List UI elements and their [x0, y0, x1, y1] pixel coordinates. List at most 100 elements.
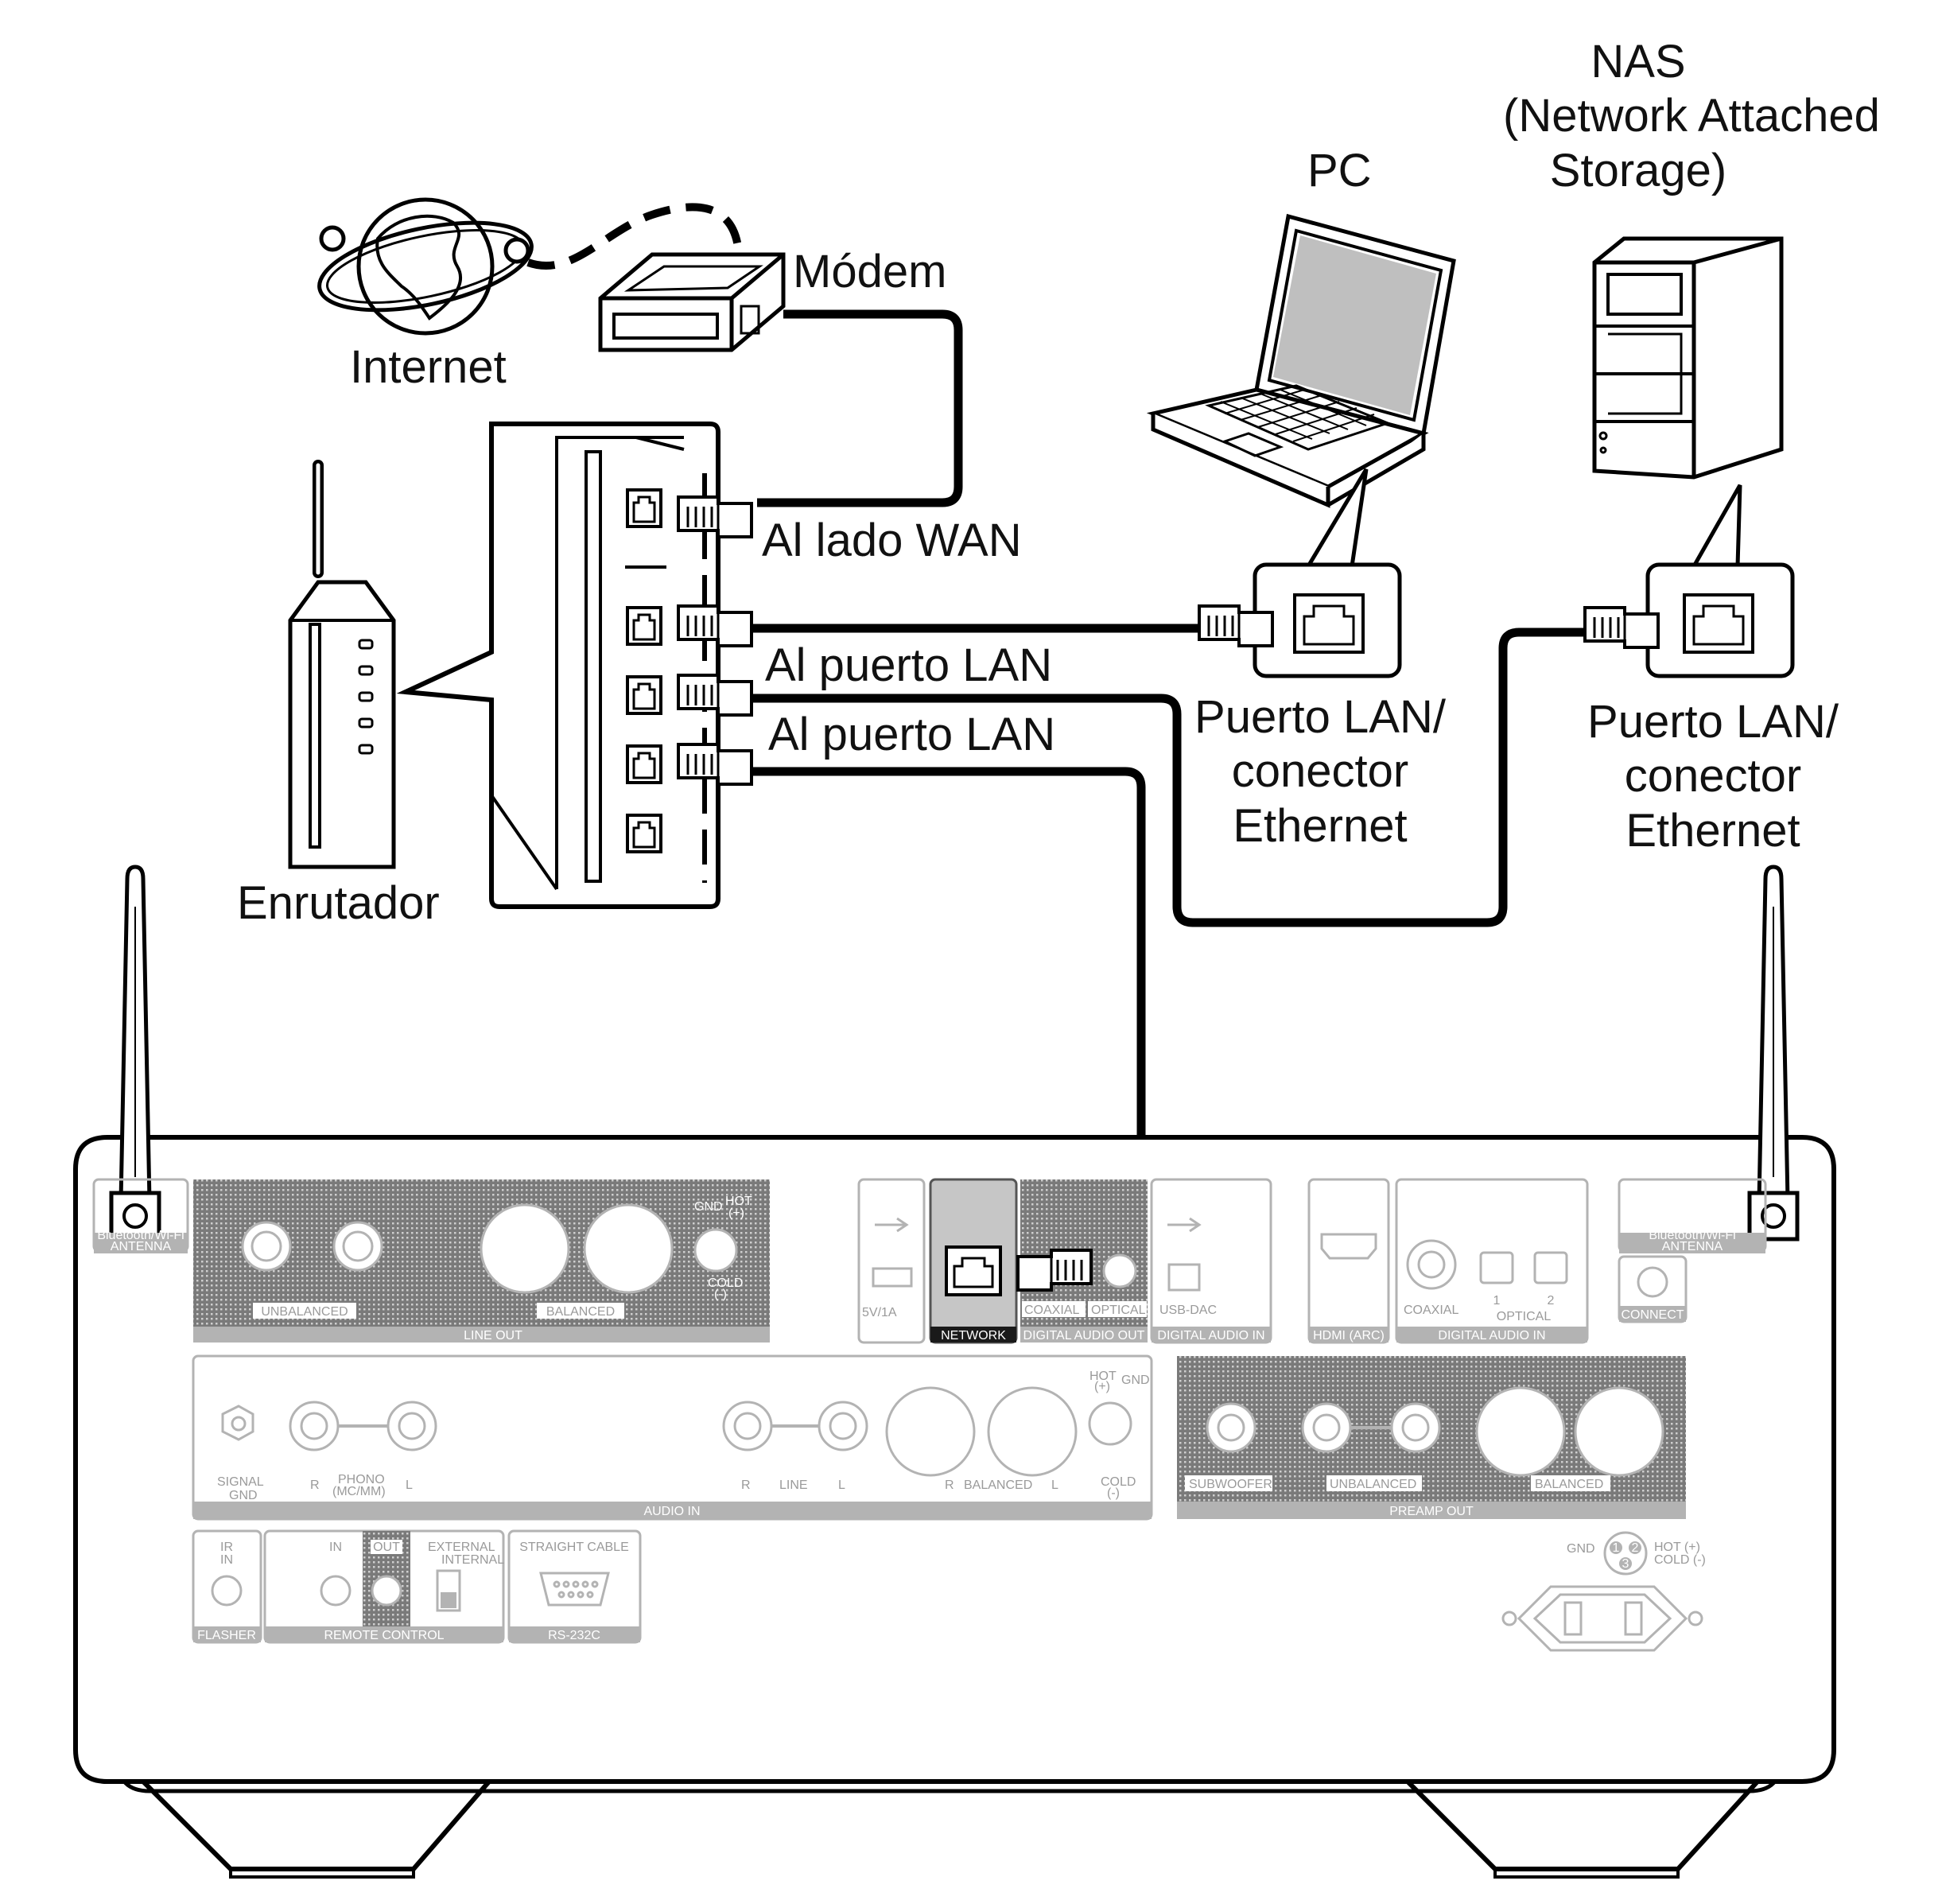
connect-button-section: CONNECT	[1618, 1255, 1688, 1323]
svg-text:HOT: HOT	[1089, 1370, 1117, 1383]
lan-port-label-2: Al puerto LAN	[768, 709, 1056, 760]
svg-text:FLASHER: FLASHER	[197, 1629, 256, 1642]
flasher-section: FLASHER IR IN	[192, 1529, 262, 1644]
nas-label-line3: Storage)	[1549, 144, 1727, 196]
nas-server-icon	[1592, 236, 1784, 480]
preamp-out-section: PREAMP OUT SUBWOOFER UNBALANCED BALANCED	[1177, 1356, 1686, 1519]
nas-port-label: Puerto LAN/ conector Ethernet	[1586, 695, 1840, 858]
svg-text:COLD (-): COLD (-)	[1654, 1553, 1706, 1567]
network-port-section: NETWORK	[929, 1178, 1018, 1344]
svg-text:HOT: HOT	[725, 1195, 752, 1208]
svg-text:1: 1	[1493, 1294, 1501, 1308]
svg-text:BALANCED: BALANCED	[546, 1305, 615, 1319]
nas-plug-icon	[1583, 606, 1660, 649]
svg-text:ANTENNA: ANTENNA	[111, 1240, 172, 1253]
lan-port-label-1: Al puerto LAN	[765, 639, 1053, 691]
svg-text:R: R	[741, 1479, 751, 1492]
svg-text:COAXIAL: COAXIAL	[1404, 1304, 1458, 1317]
lan-plug-1-icon	[677, 604, 753, 647]
digital-audio-in-section: DIGITAL AUDIO IN COAXIAL 1 2 OPTICAL	[1395, 1178, 1589, 1344]
svg-text:PHONO: PHONO	[338, 1473, 385, 1486]
svg-text:Bluetooth/Wi-Fi: Bluetooth/Wi-Fi	[1649, 1229, 1735, 1242]
left-antenna-icon	[109, 865, 161, 1241]
svg-text:IR: IR	[220, 1541, 233, 1554]
svg-text:(-): (-)	[714, 1288, 727, 1301]
svg-text:STRAIGHT CABLE: STRAIGHT CABLE	[519, 1541, 629, 1554]
internet-dashed-link	[526, 203, 742, 270]
svg-text:UNBALANCED: UNBALANCED	[261, 1305, 348, 1319]
nas-port-label-line1: Puerto LAN/	[1587, 696, 1839, 748]
svg-text:DIGITAL AUDIO IN: DIGITAL AUDIO IN	[1157, 1329, 1264, 1343]
svg-text:3: 3	[1622, 1557, 1629, 1571]
wan-side-label: Al lado WAN	[762, 515, 1022, 566]
hdmi-section: HDMI (ARC)	[1307, 1178, 1390, 1344]
xlr-pin-legend: 1 2 3 GND HOT (+) COLD (-)	[1567, 1531, 1706, 1576]
nas-label-line2: (Network Attached	[1503, 90, 1880, 142]
pc-plug-icon	[1198, 604, 1274, 647]
nas-label: NAS (Network Attached Storage)	[1503, 35, 1880, 198]
router-lan-port-1-icon	[626, 606, 662, 646]
pc-label: PC	[1307, 145, 1372, 196]
svg-text:NETWORK: NETWORK	[941, 1329, 1006, 1343]
router-lan-port-3-icon	[626, 744, 662, 784]
svg-text:OUT: OUT	[373, 1541, 400, 1554]
svg-text:CONNECT: CONNECT	[1621, 1308, 1684, 1322]
lan-plug-3-icon	[677, 743, 753, 786]
svg-text:UNBALANCED: UNBALANCED	[1330, 1478, 1416, 1491]
svg-text:GND: GND	[1567, 1542, 1595, 1556]
svg-text:COLD: COLD	[1101, 1475, 1136, 1489]
player-network-plug-icon	[1016, 1249, 1093, 1292]
svg-text:GND: GND	[1121, 1374, 1150, 1387]
svg-text:(-): (-)	[1107, 1486, 1120, 1500]
svg-text:L: L	[1051, 1479, 1058, 1492]
nas-lan-port-icon	[1645, 562, 1795, 678]
internet-globe-icon	[317, 197, 534, 336]
svg-text:USB-DAC: USB-DAC	[1159, 1304, 1217, 1317]
rs232c-section: RS-232C STRAIGHT CABLE	[507, 1529, 642, 1644]
nas-port-label-line3: Ethernet	[1625, 804, 1800, 857]
svg-text:RS-232C: RS-232C	[548, 1629, 600, 1642]
modem-label: Módem	[793, 246, 947, 297]
router-lan-port-4-icon	[626, 814, 662, 853]
pc-port-label-line3: Ethernet	[1233, 799, 1408, 852]
svg-text:R: R	[945, 1479, 954, 1492]
usb-port-section: 5V/1A	[857, 1178, 926, 1344]
right-antenna-icon	[1747, 865, 1800, 1241]
lan-plug-2-icon	[677, 674, 753, 717]
svg-text:LINE OUT: LINE OUT	[464, 1329, 522, 1343]
svg-text:(+): (+)	[728, 1207, 744, 1220]
pc-port-label-line2: conector	[1231, 745, 1409, 798]
svg-text:HOT (+): HOT (+)	[1654, 1541, 1700, 1554]
svg-text:SUBWOOFER: SUBWOOFER	[1189, 1478, 1272, 1491]
router-icon	[288, 460, 396, 869]
svg-text:COAXIAL: COAXIAL	[1024, 1304, 1079, 1317]
svg-text:HDMI (ARC): HDMI (ARC)	[1313, 1329, 1385, 1343]
svg-text:BALANCED: BALANCED	[964, 1479, 1032, 1492]
svg-text:LINE: LINE	[779, 1479, 808, 1492]
nas-port-label-line2: conector	[1624, 750, 1802, 802]
nas-callout-pointer	[1691, 484, 1742, 568]
line-out-section: LINE OUT UNBALANCED BALANCED GND HOT (+)…	[193, 1179, 770, 1343]
nas-label-line1: NAS	[1590, 36, 1686, 87]
router-wan-port-icon	[626, 488, 662, 528]
internet-label: Internet	[350, 341, 507, 393]
svg-text:Bluetooth/Wi-Fi: Bluetooth/Wi-Fi	[97, 1229, 184, 1242]
audio-in-section: AUDIO IN SIGNAL GND R PHONO (MC/MM) L R …	[192, 1354, 1153, 1521]
svg-text:GND: GND	[694, 1200, 723, 1214]
svg-text:DIGITAL AUDIO IN: DIGITAL AUDIO IN	[1438, 1329, 1545, 1343]
svg-text:OPTICAL: OPTICAL	[1497, 1310, 1552, 1323]
svg-text:5V/1A: 5V/1A	[862, 1306, 897, 1319]
svg-text:DIGITAL AUDIO OUT: DIGITAL AUDIO OUT	[1023, 1329, 1145, 1343]
usb-dac-section: DIGITAL AUDIO IN USB-DAC	[1150, 1178, 1272, 1344]
svg-text:OPTICAL: OPTICAL	[1091, 1304, 1146, 1317]
modem-to-wan-cable	[757, 309, 963, 507]
svg-text:INTERNAL: INTERNAL	[441, 1553, 504, 1567]
svg-text:EXTERNAL: EXTERNAL	[428, 1541, 495, 1554]
svg-text:AUDIO IN: AUDIO IN	[643, 1505, 700, 1518]
svg-text:R: R	[310, 1479, 320, 1492]
svg-text:2: 2	[1548, 1294, 1555, 1308]
svg-text:GND: GND	[229, 1489, 258, 1502]
wan-plug-icon	[677, 495, 753, 538]
router-label: Enrutador	[237, 877, 440, 929]
